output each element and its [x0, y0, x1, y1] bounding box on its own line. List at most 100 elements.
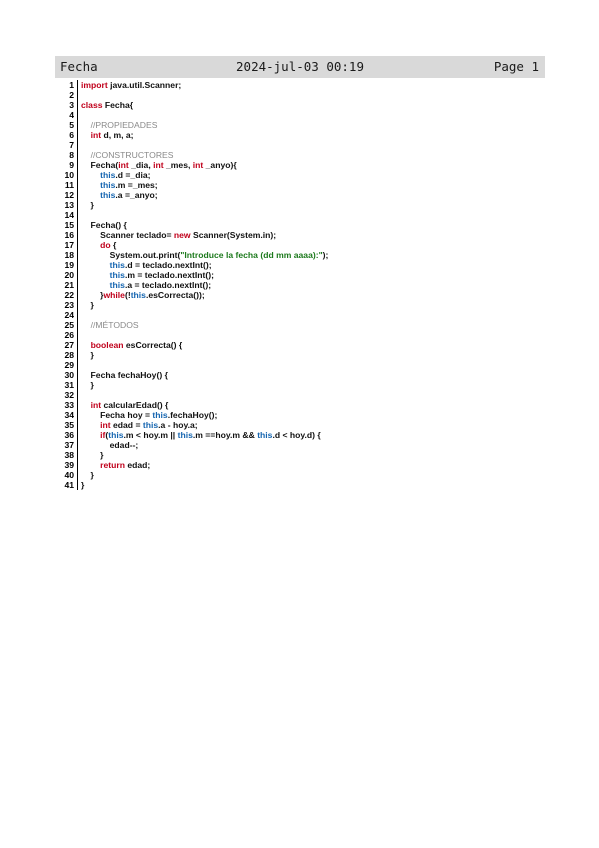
code-text: if(this.m < hoy.m || this.m ==hoy.m && t… — [78, 430, 321, 440]
gutter-rule — [77, 130, 78, 140]
code-token: new — [173, 230, 191, 240]
gutter-rule — [77, 140, 78, 150]
page-header: Fecha 2024-jul-03 00:19 Page 1 — [55, 56, 545, 78]
code-text: } — [78, 380, 94, 390]
code-line: 30 Fecha fechaHoy() { — [55, 370, 545, 380]
code-text: boolean esCorrecta() { — [78, 340, 183, 350]
line-number: 28 — [64, 350, 74, 360]
code-line: 4 — [55, 110, 545, 120]
code-token: } — [81, 480, 85, 490]
line-number: 19 — [64, 260, 74, 270]
code-token: this — [152, 410, 168, 420]
line-number: 9 — [69, 160, 74, 170]
code-line: 18 System.out.print("Introduce la fecha … — [55, 250, 545, 260]
code-text: this.a =_anyo; — [78, 190, 158, 200]
code-token: .m < hoy.m || — [123, 430, 178, 440]
line-number: 24 — [64, 310, 74, 320]
code-token: do — [100, 240, 111, 250]
code-line: 24 — [55, 310, 545, 320]
code-text: this.d = teclado.nextInt(); — [78, 260, 212, 270]
code-token: System.out.print( — [81, 250, 181, 260]
code-token: Fecha hoy = — [81, 410, 153, 420]
code-token — [81, 400, 91, 410]
code-line: 14 — [55, 210, 545, 220]
line-number: 39 — [64, 460, 74, 470]
line-number: 20 — [64, 270, 74, 280]
line-number: 26 — [64, 330, 74, 340]
line-number: 27 — [64, 340, 74, 350]
line-number: 29 — [64, 360, 74, 370]
code-token: Fecha fechaHoy() { — [81, 370, 168, 380]
gutter-rule — [77, 80, 78, 90]
code-token — [81, 270, 110, 280]
code-token: ( — [105, 430, 109, 440]
code-text: this.m =_mes; — [78, 180, 158, 190]
gutter-rule — [77, 400, 78, 410]
code-token — [81, 260, 110, 270]
code-token: Scanner teclado= — [81, 230, 174, 240]
code-token: .a =_anyo; — [115, 190, 158, 200]
code-text: }while(!this.esCorrecta()); — [78, 290, 205, 300]
code-line: 16 Scanner teclado= new Scanner(System.i… — [55, 230, 545, 240]
code-text: } — [78, 450, 103, 460]
gutter-rule — [77, 450, 78, 460]
code-token — [81, 280, 110, 290]
code-text — [78, 360, 81, 370]
code-line: 6 int d, m, a; — [55, 130, 545, 140]
code-token — [81, 420, 100, 430]
code-token: class — [81, 100, 103, 110]
code-token: esCorrecta() { — [123, 340, 183, 350]
code-text: //CONSTRUCTORES — [78, 150, 174, 160]
gutter-rule — [77, 240, 78, 250]
code-token: java.util.Scanner; — [107, 80, 182, 90]
line-number: 36 — [64, 430, 74, 440]
line-number: 5 — [69, 120, 74, 130]
code-text — [78, 110, 81, 120]
code-token — [81, 460, 100, 470]
gutter-rule — [77, 390, 78, 400]
gutter-rule — [77, 210, 78, 220]
code-text — [78, 390, 81, 400]
code-token — [81, 190, 100, 200]
line-number: 37 — [64, 440, 74, 450]
code-text: //MÉTODOS — [78, 320, 139, 330]
code-line: 21 this.a = teclado.nextInt(); — [55, 280, 545, 290]
code-token: .d =_dia; — [115, 170, 151, 180]
code-line: 40 } — [55, 470, 545, 480]
gutter-rule — [77, 480, 78, 490]
code-token: int — [118, 160, 129, 170]
code-line: 2 — [55, 90, 545, 100]
code-token: { — [110, 240, 117, 250]
code-token: .a - hoy.a; — [158, 420, 198, 430]
gutter-rule — [77, 310, 78, 320]
line-number: 10 — [64, 170, 74, 180]
code-text — [78, 330, 81, 340]
gutter-rule — [77, 470, 78, 480]
code-text: Fecha hoy = this.fechaHoy(); — [78, 410, 217, 420]
code-token: this — [257, 430, 273, 440]
gutter-rule — [77, 360, 78, 370]
code-token — [81, 120, 91, 130]
code-text: } — [78, 300, 94, 310]
gutter-rule — [77, 430, 78, 440]
line-number: 6 — [69, 130, 74, 140]
code-text: //PROPIEDADES — [78, 120, 158, 130]
code-text: Fecha(int _dia, int _mes, int _anyo){ — [78, 160, 237, 170]
line-number: 25 — [64, 320, 74, 330]
code-token: } — [81, 200, 94, 210]
line-number: 30 — [64, 370, 74, 380]
code-line: 32 — [55, 390, 545, 400]
code-token: //MÉTODOS — [90, 320, 139, 330]
code-text — [78, 140, 81, 150]
code-token: } — [81, 470, 94, 480]
gutter-rule — [77, 380, 78, 390]
code-token: this — [108, 430, 124, 440]
code-token: .fechaHoy(); — [167, 410, 218, 420]
line-number: 15 — [64, 220, 74, 230]
line-number: 32 — [64, 390, 74, 400]
code-token: .m =_mes; — [115, 180, 158, 190]
code-token: _anyo){ — [203, 160, 237, 170]
code-token: this — [177, 430, 193, 440]
